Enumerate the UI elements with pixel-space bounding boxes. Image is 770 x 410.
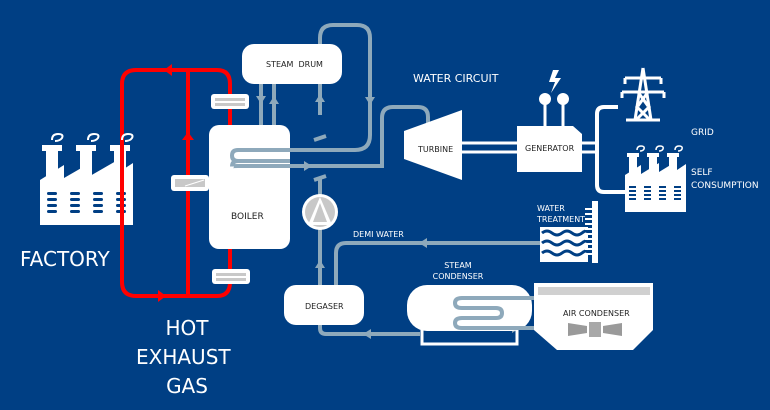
boiler[interactable] bbox=[209, 125, 290, 249]
hot-exhaust-gas-label: HOT EXHAUST GAS bbox=[136, 314, 231, 401]
steam-condenser-label: STEAM CONDENSER bbox=[428, 260, 488, 282]
pump-icon[interactable] bbox=[302, 194, 338, 230]
flow-arrow-icon bbox=[269, 96, 279, 104]
hot-exhaust-gas-line-1: HOT bbox=[165, 316, 209, 340]
air-condenser-label: AIR CONDENSER bbox=[563, 309, 630, 318]
water-treatment-line-1: WATER bbox=[537, 204, 565, 213]
flow-arrow-icon bbox=[315, 260, 325, 268]
hot-gas-return-line bbox=[120, 68, 232, 142]
self-consumption-factory-icon bbox=[625, 145, 686, 212]
steam-condenser[interactable] bbox=[407, 285, 532, 346]
flow-arrow-icon bbox=[363, 329, 371, 339]
steam-condenser-line-2: CONDENSER bbox=[432, 272, 484, 281]
water-treatment-label: WATER TREATMENT bbox=[537, 203, 585, 225]
grid-label: GRID bbox=[691, 128, 714, 138]
transmission-tower-icon bbox=[620, 67, 666, 122]
flow-arrow-icon bbox=[304, 161, 312, 171]
generator-terminals bbox=[539, 93, 569, 126]
damper-bypass[interactable] bbox=[171, 175, 209, 191]
water-circuit-label: WATER CIRCUIT bbox=[413, 72, 499, 85]
boiler-coil bbox=[229, 148, 290, 169]
steam-condenser-line-1: STEAM bbox=[444, 261, 472, 270]
generator-label: GENERATOR bbox=[525, 144, 575, 153]
flow-arrow-icon bbox=[164, 64, 172, 76]
factory-icon bbox=[40, 132, 134, 225]
flow-arrow-icon bbox=[315, 94, 325, 102]
steam-drum-label: STEAM DRUM bbox=[266, 60, 323, 69]
generator[interactable] bbox=[517, 126, 582, 172]
water-treatment-icon[interactable] bbox=[540, 201, 598, 263]
flow-arrow-icon bbox=[158, 290, 166, 302]
boiler-label: BOILER bbox=[231, 212, 264, 222]
condenser-coil bbox=[452, 296, 534, 330]
self-consumption-line-2: CONSUMPTION bbox=[691, 181, 759, 191]
lightning-bolt-icon bbox=[549, 70, 561, 93]
hot-exhaust-gas-line-3: GAS bbox=[166, 374, 208, 398]
damper-bottom[interactable] bbox=[212, 269, 250, 284]
demi-water-label: DEMI WATER bbox=[353, 230, 404, 239]
air-condenser[interactable] bbox=[534, 283, 653, 350]
self-consumption-label: SELF CONSUMPTION bbox=[691, 167, 759, 193]
hot-exhaust-gas-line-2: EXHAUST bbox=[136, 345, 231, 369]
power-distribution-line bbox=[595, 105, 625, 194]
steam-drum[interactable] bbox=[242, 44, 342, 84]
turbine[interactable] bbox=[404, 110, 462, 180]
self-consumption-line-1: SELF bbox=[691, 168, 713, 178]
water-treatment-line-2: TREATMENT bbox=[537, 215, 586, 224]
turbine-label: TURBINE bbox=[418, 145, 454, 154]
degaser[interactable] bbox=[284, 285, 364, 325]
degaser-label: DEGASER bbox=[305, 302, 344, 311]
turbine-generator-shaft bbox=[462, 141, 596, 154]
hot-gas-supply-line bbox=[120, 228, 232, 298]
flow-arrow-icon bbox=[365, 97, 375, 105]
flow-arrow-icon bbox=[256, 96, 266, 104]
flow-arrow-icon bbox=[182, 132, 194, 140]
factory-label: FACTORY bbox=[20, 247, 110, 271]
fan-icon bbox=[568, 322, 622, 337]
damper-top[interactable] bbox=[211, 94, 249, 109]
flow-arrow-icon bbox=[419, 238, 427, 248]
